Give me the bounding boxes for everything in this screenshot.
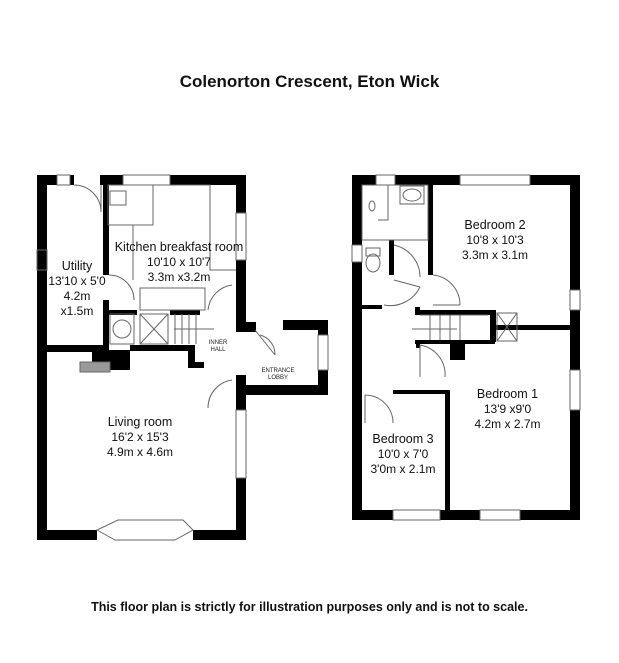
first-floor-walls bbox=[352, 175, 580, 520]
room-name: Bedroom 2 bbox=[464, 218, 526, 232]
room-metric: 3.3m x3.2m bbox=[147, 270, 211, 284]
room-name: Living room bbox=[107, 415, 173, 429]
room-imperial: 10'0 x 7'0 bbox=[377, 447, 429, 461]
room-imperial: 16'2 x 15'3 bbox=[111, 430, 169, 444]
first-floor-fittings bbox=[351, 174, 581, 521]
room-imperial: 13'9 x9'0 bbox=[483, 402, 532, 416]
room-bedroom-2: Bedroom 2 10'8 x 10'3 3.3m x 3.1m bbox=[440, 218, 550, 263]
page-title: Colenorton Crescent, Eton Wick bbox=[179, 72, 440, 91]
room-utility: Utility 13'10 x 5'0 4.2m x1.5m bbox=[48, 259, 106, 319]
room-bedroom-1: Bedroom 1 13'9 x9'0 4.2m x 2.7m bbox=[460, 387, 555, 432]
room-metric: 3'0m x 2.1m bbox=[370, 462, 436, 476]
room-bedroom-3: Bedroom 3 10'0 x 7'0 3'0m x 2.1m bbox=[362, 432, 444, 477]
room-name: Utility bbox=[61, 259, 93, 273]
room-name: Bedroom 3 bbox=[372, 432, 434, 446]
room-living: Living room 16'2 x 15'3 4.9m x 4.6m bbox=[70, 415, 210, 460]
disclaimer: This floor plan is strictly for illustra… bbox=[91, 600, 528, 614]
room-imperial: 10'10 x 10'7 bbox=[147, 255, 211, 269]
room-imperial: 13'10 x 5'0 bbox=[48, 274, 106, 288]
room-metric: 4.9m x 4.6m bbox=[106, 445, 174, 459]
room-imperial: 10'8 x 10'3 bbox=[466, 233, 524, 247]
room-metric: 4.2m x1.5m bbox=[60, 289, 94, 318]
ground-floor-walls bbox=[37, 175, 328, 540]
room-name: Bedroom 1 bbox=[476, 387, 539, 401]
ground-floor-fittings bbox=[36, 174, 329, 541]
inner-hall-label: INNER HALL bbox=[208, 340, 228, 353]
room-name: Kitchen breakfast room bbox=[114, 240, 244, 254]
room-kitchen: Kitchen breakfast room 10'10 x 10'7 3.3m… bbox=[108, 240, 250, 285]
room-metric: 4.2m x 2.7m bbox=[474, 417, 541, 431]
room-metric: 3.3m x 3.1m bbox=[461, 248, 529, 262]
entrance-lobby-label: ENTRANCE LOBBY bbox=[261, 368, 295, 381]
